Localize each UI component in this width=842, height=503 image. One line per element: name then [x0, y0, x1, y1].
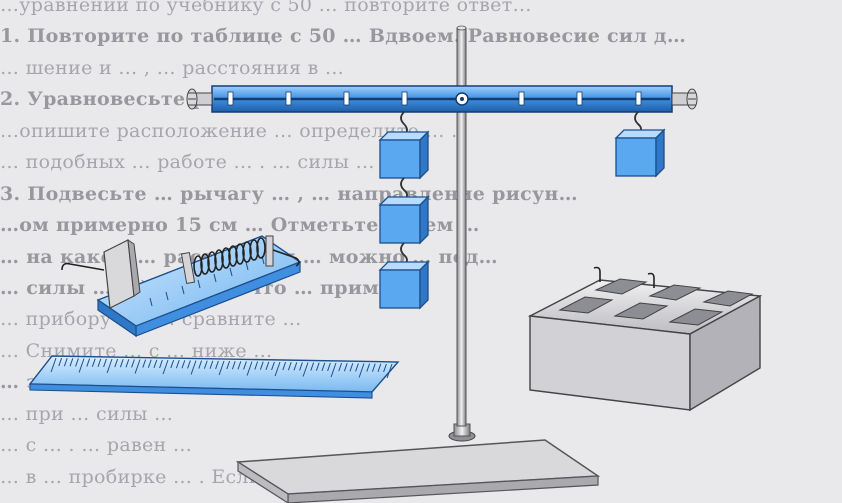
dynamometer-spring: [193, 237, 266, 277]
dynamometer-slider: [180, 251, 196, 285]
lever-balance-nut-left: [186, 88, 213, 110]
block-hook-right: [647, 272, 655, 288]
weight-cube-1: [378, 130, 430, 180]
dynamometer-right-post: [265, 235, 274, 267]
show-through-text-line: …ом примерно 15 см … Отметьте путем …: [0, 214, 480, 237]
weight-cube-right: [614, 128, 666, 178]
lever-balance-nut-right: [671, 88, 698, 110]
stand-rod: [456, 25, 467, 427]
dynamometer-hook-left: [61, 262, 105, 271]
lever-marks: [227, 91, 642, 106]
show-through-text-line: … при … силы …: [0, 402, 174, 425]
ruler-ticks: [50, 357, 393, 379]
stand-base: [235, 439, 601, 503]
perforated-block: [527, 266, 763, 412]
weight-cube-3: [378, 260, 430, 310]
show-through-text-line: …опишите расположение … определите … .: [0, 119, 458, 142]
show-through-text-line: … подобных … работе … . … силы …: [0, 151, 375, 174]
show-through-text-line: 1. Повторите по таблице с 50 … Вдвоем. Р…: [0, 25, 687, 48]
spring-dynamometer: [61, 235, 302, 338]
show-through-text-line: 3. Подвесьте … рычагу … , … направление …: [0, 182, 578, 205]
stand-rod-foot: [448, 423, 476, 442]
dynamometer-hook-right: [272, 249, 300, 267]
show-through-text-line: …уравнений по учебнику с 50 … повторите …: [0, 0, 532, 16]
show-through-text-line: … в … пробирке … . Если …: [0, 465, 288, 488]
show-through-text-line: … с … . … равен …: [0, 434, 193, 457]
weight-cube-2: [378, 195, 430, 245]
block-hook-left: [593, 266, 601, 282]
block-holes: [558, 278, 754, 326]
lever-bar: [211, 85, 673, 113]
show-through-text-line: … шение и … , … расстояния в …: [0, 56, 345, 79]
ruler: [28, 355, 400, 399]
